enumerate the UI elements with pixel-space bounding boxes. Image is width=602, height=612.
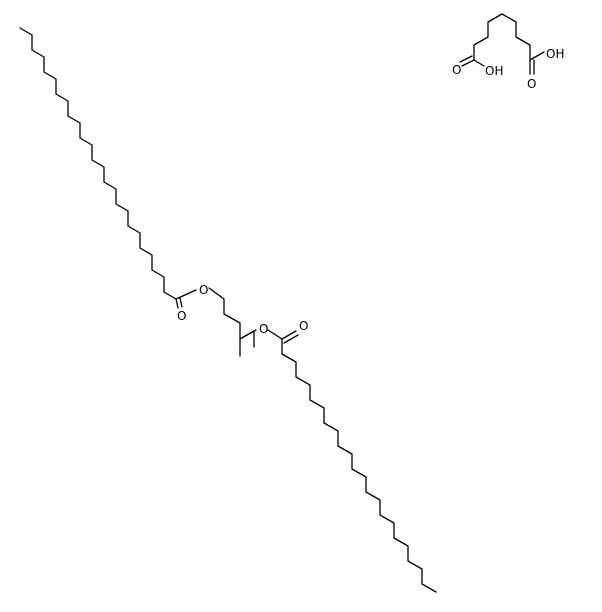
ester1-carbonyl-bond-b	[179, 297, 183, 308]
ester2-o-c-bond	[267, 329, 283, 340]
ester2-carbonyl-bond-a	[281, 330, 297, 340]
butanediol-linker	[208, 287, 255, 348]
adipic-acid-backbone	[473, 13, 531, 61]
ester1-ether-oxygen-label: O	[199, 283, 208, 297]
ester1-carbonyl-oxygen-label: O	[177, 309, 186, 323]
chain2-bonds	[281, 338, 437, 593]
acid-left-oh-label: OH	[485, 64, 503, 78]
ester2-carbonyl-oxygen-label: O	[299, 319, 308, 333]
acid-right-c-oh-bond	[529, 51, 545, 61]
ester1-carbonyl-bond-a	[175, 298, 179, 309]
acid-left-carbonyl-oxygen-label: O	[452, 63, 461, 77]
acid-left-c-oh-bond	[473, 59, 485, 67]
chain1-bonds	[19, 27, 177, 300]
acid-right-carbonyl-oxygen-label: O	[527, 77, 536, 91]
ester2-o-bond-left	[239, 329, 257, 340]
acid-right-oh-label: OH	[546, 47, 564, 61]
acid-left-carbonyl-bond-a	[461, 59, 475, 67]
acid-left-carbonyl-bond-b	[459, 55, 473, 63]
ester1-c-o-bond	[175, 289, 197, 300]
ester2-carbonyl-bond-b	[283, 334, 299, 344]
ester2-ether-oxygen-label: O	[259, 322, 268, 336]
